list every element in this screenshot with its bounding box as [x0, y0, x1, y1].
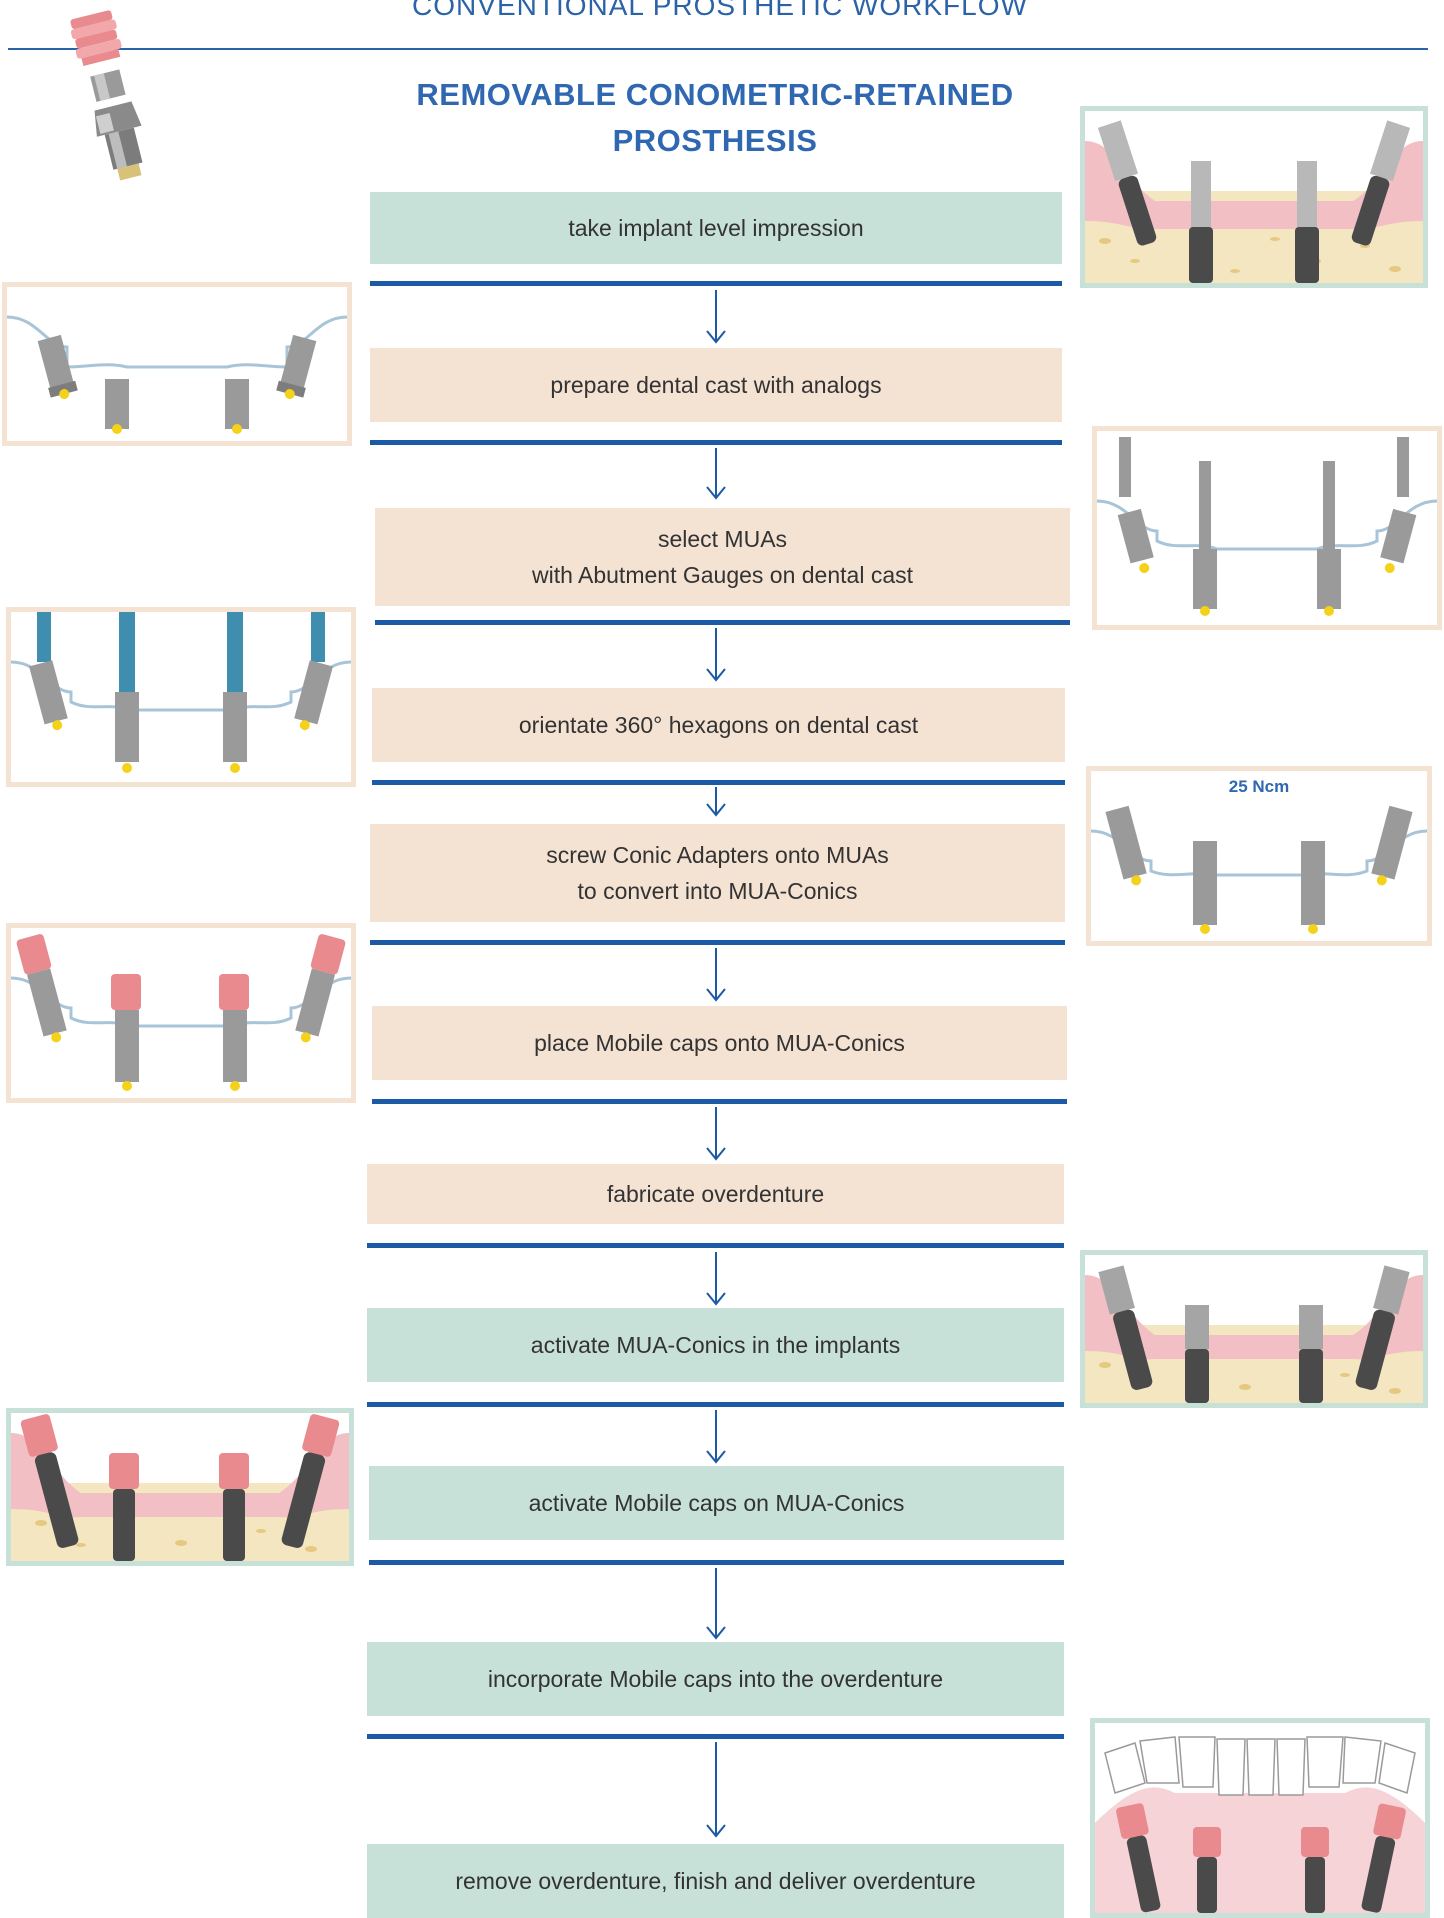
step-divider [370, 281, 1062, 286]
mua-conics-implants-illustration [1080, 1250, 1428, 1408]
down-arrow-icon [706, 290, 726, 344]
step-divider [367, 1402, 1064, 1407]
header-title: CONVENTIONAL PROSTHETIC WORKFLOW [412, 0, 1028, 21]
step-activate-mobile-caps: activate Mobile caps on MUA-Conics [369, 1466, 1064, 1540]
down-arrow-icon [706, 1107, 726, 1161]
page-title: REMOVABLE CONOMETRIC-RETAINED PROSTHESIS [416, 77, 1014, 158]
step-divider [370, 940, 1065, 945]
step-divider [367, 1734, 1064, 1739]
step-deliver-overdenture: remove overdenture, finish and deliver o… [367, 1844, 1064, 1918]
step-fabricate-overdenture: fabricate overdenture [367, 1164, 1064, 1224]
mobile-caps-cast-illustration [6, 923, 356, 1103]
down-arrow-icon [706, 628, 726, 682]
step-incorporate-mobile-caps: incorporate Mobile caps into the overden… [367, 1642, 1064, 1716]
down-arrow-icon [706, 1410, 726, 1464]
step-divider [372, 780, 1065, 785]
down-arrow-icon [706, 1252, 726, 1306]
conic-adapters-illustration: 25 Ncm [1086, 766, 1432, 946]
step-prepare-cast: prepare dental cast with analogs [370, 348, 1062, 422]
abutment-gauges-illustration [1092, 426, 1442, 630]
step-take-impression: take implant level impression [370, 192, 1062, 264]
overdenture-illustration [1090, 1718, 1430, 1918]
hexagon-orientation-illustration [6, 607, 356, 787]
step-divider [370, 440, 1062, 445]
down-arrow-icon [706, 1742, 726, 1838]
step-divider [372, 1099, 1067, 1104]
implant-impression-illustration [1080, 106, 1428, 288]
step-screw-conic-adapters: screw Conic Adapters onto MUAs to conver… [370, 824, 1065, 922]
step-divider [375, 620, 1070, 625]
step-divider [369, 1560, 1064, 1565]
header-divider [8, 48, 1428, 50]
down-arrow-icon [706, 948, 726, 1002]
torque-label: 25 Ncm [1228, 777, 1290, 796]
step-orientate-hexagons: orientate 360° hexagons on dental cast [372, 688, 1065, 762]
dental-cast-analogs-illustration [2, 282, 352, 446]
step-place-mobile-caps: place Mobile caps onto MUA-Conics [372, 1006, 1067, 1080]
down-arrow-icon [706, 1568, 726, 1640]
mobile-cap-component-illustration [70, 10, 143, 181]
mobile-caps-implants-illustration [6, 1408, 354, 1566]
step-select-muas: select MUAs with Abutment Gauges on dent… [375, 508, 1070, 606]
down-arrow-icon [706, 448, 726, 500]
step-activate-mua-conics: activate MUA-Conics in the implants [367, 1308, 1064, 1382]
step-divider [367, 1243, 1064, 1248]
down-arrow-icon [706, 787, 726, 817]
